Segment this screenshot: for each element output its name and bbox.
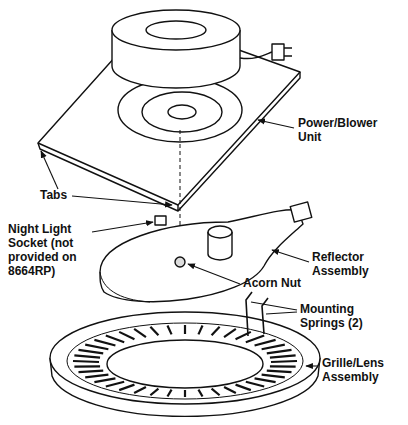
grille-slot xyxy=(267,371,292,372)
grille-slot xyxy=(74,365,100,367)
grille-slot xyxy=(106,382,124,387)
grille-slot xyxy=(94,340,115,346)
grille-slot xyxy=(73,361,99,362)
grille-slot xyxy=(85,375,108,378)
part-label: Acorn Nut xyxy=(243,276,313,290)
grille-slot xyxy=(184,325,186,334)
grille-slot xyxy=(212,389,220,396)
grille xyxy=(50,312,320,404)
mounting-spring xyxy=(246,292,252,336)
lens xyxy=(107,340,263,388)
leader-lines xyxy=(41,120,318,366)
grille-slot xyxy=(167,325,171,334)
mounting-spring xyxy=(262,298,268,334)
part-label: Reflector Assembly xyxy=(312,250,382,278)
part-label: Night Light Socket (not provided on 8664… xyxy=(8,222,94,278)
grille-slot xyxy=(119,332,134,339)
grille-slot xyxy=(198,390,202,397)
grille-slot xyxy=(246,336,264,343)
part-label: Grille/Lens Assembly xyxy=(322,356,398,384)
grille-slot xyxy=(246,382,264,387)
blower-wheel xyxy=(142,92,222,132)
grille-slots xyxy=(73,325,297,397)
grille-slot xyxy=(267,350,292,353)
grille-slot xyxy=(270,365,296,367)
reflector-connector xyxy=(290,202,312,222)
grille-slot xyxy=(270,355,296,357)
grille-slot xyxy=(150,327,158,336)
plug xyxy=(272,44,284,60)
acorn-nut xyxy=(175,257,185,267)
grille-slot xyxy=(134,387,146,393)
power-cord xyxy=(240,52,272,59)
grille-slot xyxy=(262,345,285,350)
night-light-socket xyxy=(155,216,166,225)
part-label: Mounting Springs (2) xyxy=(300,302,380,330)
grille-slot xyxy=(212,327,220,336)
grille-slot xyxy=(262,375,285,378)
grille-slot xyxy=(78,350,103,353)
grille-slot xyxy=(236,385,251,390)
grille-slot xyxy=(134,329,146,337)
part-label: Power/Blower Unit xyxy=(298,116,388,144)
grille-slot xyxy=(224,387,236,393)
grille-slot xyxy=(94,378,115,382)
grille-slot xyxy=(271,361,297,362)
grille-slot xyxy=(106,336,124,343)
grille-slot xyxy=(119,385,134,390)
plate-edge xyxy=(38,143,178,211)
part-label: Tabs xyxy=(40,188,80,202)
grille-slot xyxy=(167,390,171,397)
grille-slot xyxy=(224,329,236,337)
grille-slot xyxy=(255,378,276,382)
grille-slot xyxy=(150,389,158,396)
grille-slot xyxy=(184,390,186,397)
grille-slot xyxy=(74,355,100,357)
grille-slot xyxy=(85,345,108,350)
grille-slot xyxy=(198,325,202,334)
grille-slot xyxy=(255,340,276,346)
grille-slot xyxy=(78,371,103,372)
